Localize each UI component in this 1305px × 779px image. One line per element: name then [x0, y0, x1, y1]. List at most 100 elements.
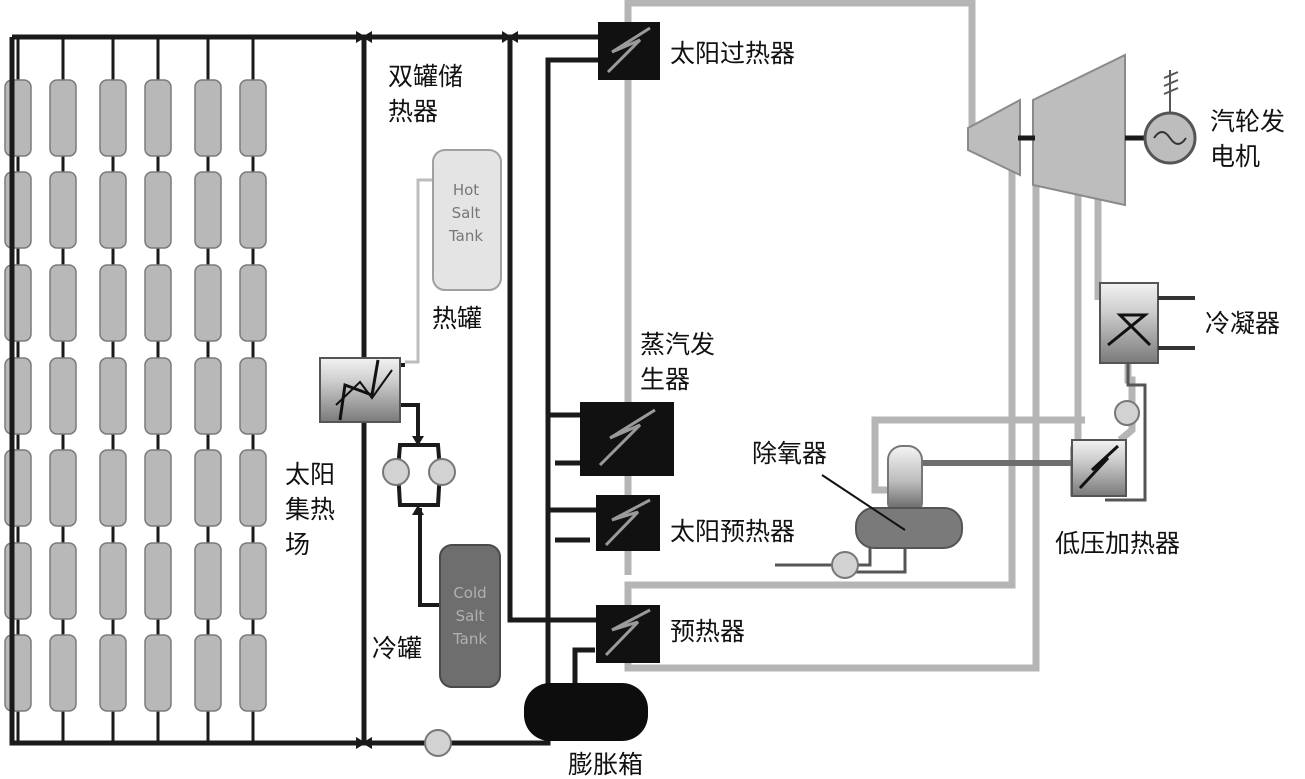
cold-header-pipe — [9, 37, 551, 746]
hot-tank-en-1: Hot — [453, 181, 479, 199]
condensate-pump — [1114, 400, 1140, 426]
solar-collector-field — [4, 37, 267, 743]
cold-tank-en-1: Cold — [453, 584, 486, 602]
collector-segment — [144, 171, 172, 249]
feedwater-pump — [831, 551, 859, 579]
steam-generator-hx — [580, 402, 674, 476]
solar-field-label-3: 场 — [285, 530, 310, 559]
hp-turbine — [967, 98, 1021, 177]
collector-segment — [144, 449, 172, 527]
preheater-label: 预热器 — [670, 617, 745, 646]
solar-superheater-hx — [598, 22, 660, 80]
collector-segment — [239, 264, 267, 342]
dual-tank-label-1: 双罐储 — [388, 62, 463, 91]
collector-segment — [144, 357, 172, 435]
collector-segment — [99, 449, 127, 527]
condensate-pipe — [1117, 360, 1136, 443]
lp-heater-hx — [1071, 439, 1127, 497]
collector-segment — [4, 79, 32, 157]
preheater-hx — [596, 605, 660, 663]
collector-segment — [4, 264, 32, 342]
collector-segment — [194, 449, 222, 527]
generator — [1143, 70, 1197, 165]
solar-preheater-feed-pipe — [545, 507, 600, 620]
flow-arrows — [356, 31, 518, 749]
hot-tank-en-2: Salt — [452, 204, 481, 222]
collector-segment — [144, 79, 172, 157]
collector-segment — [239, 79, 267, 157]
collector-segment — [4, 171, 32, 249]
deaerator-pointer — [821, 474, 906, 531]
collector-segment — [194, 542, 222, 620]
cold-salt-tank: Cold Salt Tank — [439, 544, 501, 688]
storage-pump-left — [382, 458, 410, 486]
steam-turbine — [967, 53, 1126, 207]
collector-segment — [239, 634, 267, 712]
collector-segment — [99, 171, 127, 249]
solar-field-label-2: 集热 — [285, 495, 335, 524]
cold-tank-en-2: Salt — [456, 607, 485, 625]
storage-heat-exchanger — [319, 357, 401, 423]
collector-segment — [49, 171, 77, 249]
collector-segment — [4, 634, 32, 712]
collector-segment — [49, 542, 77, 620]
collector-segment — [99, 542, 127, 620]
hot-salt-tank: Hot Salt Tank — [432, 149, 502, 291]
solar-superheater-label: 太阳过热器 — [670, 39, 795, 68]
lp-heater-label: 低压加热器 — [1055, 529, 1180, 558]
dual-tank-label-2: 热器 — [388, 97, 438, 126]
collector-segment — [239, 449, 267, 527]
solar-preheater-hx — [596, 495, 660, 551]
collector-segment — [49, 449, 77, 527]
deaerator-return-pipe — [871, 416, 1085, 494]
main-steam-pipe — [624, 0, 985, 139]
collector-segment — [99, 357, 127, 435]
collector-segment — [49, 264, 77, 342]
expansion-tank-label: 膨胀箱 — [568, 750, 643, 779]
collector-segment — [4, 542, 32, 620]
steam-generator-label-2: 生器 — [640, 365, 690, 394]
generator-label-2: 电机 — [1210, 142, 1260, 171]
collector-segment — [4, 357, 32, 435]
collector-segment — [194, 264, 222, 342]
solar-preheater-label: 太阳预热器 — [670, 517, 795, 546]
storage-pumps — [382, 458, 456, 486]
lp-turbine — [1032, 53, 1126, 207]
cold-tank-en-3: Tank — [452, 630, 487, 648]
collector-segment — [194, 171, 222, 249]
collector-segment — [49, 634, 77, 712]
hot-tank-label: 热罐 — [432, 304, 482, 333]
deaerator-label: 除氧器 — [752, 439, 827, 468]
collector-segment — [144, 634, 172, 712]
collector-segment — [49, 79, 77, 157]
lp-extraction-pipe — [624, 155, 1040, 672]
deaerator — [821, 445, 963, 549]
collector-segment — [239, 171, 267, 249]
steam-generator-label-1: 蒸汽发 — [640, 330, 715, 359]
collector-segment — [49, 357, 77, 435]
collector-segment — [194, 79, 222, 157]
collector-segment — [144, 542, 172, 620]
collector-segment — [99, 79, 127, 157]
collector-segment — [194, 357, 222, 435]
collector-segment — [99, 264, 127, 342]
collector-segment — [239, 357, 267, 435]
hp-extraction-pipe — [624, 150, 1016, 620]
storage-flow-arrows — [412, 436, 424, 515]
collector-segment — [194, 634, 222, 712]
expansion-tank — [524, 683, 648, 741]
collector-segment — [144, 264, 172, 342]
generator-label-1: 汽轮发 — [1210, 107, 1285, 136]
superheater-feed-pipe — [545, 57, 598, 415]
storage-pump-right — [428, 458, 456, 486]
collector-segment — [239, 542, 267, 620]
hot-tank-en-3: Tank — [448, 227, 483, 245]
collector-segment — [99, 634, 127, 712]
cold-tank-label: 冷罐 — [372, 634, 422, 663]
condenser-hx — [1099, 282, 1195, 364]
preheater-feed-pipe — [507, 37, 600, 623]
solar-field-label-1: 太阳 — [285, 460, 335, 489]
condenser-label: 冷凝器 — [1205, 309, 1280, 338]
collector-segment — [4, 449, 32, 527]
